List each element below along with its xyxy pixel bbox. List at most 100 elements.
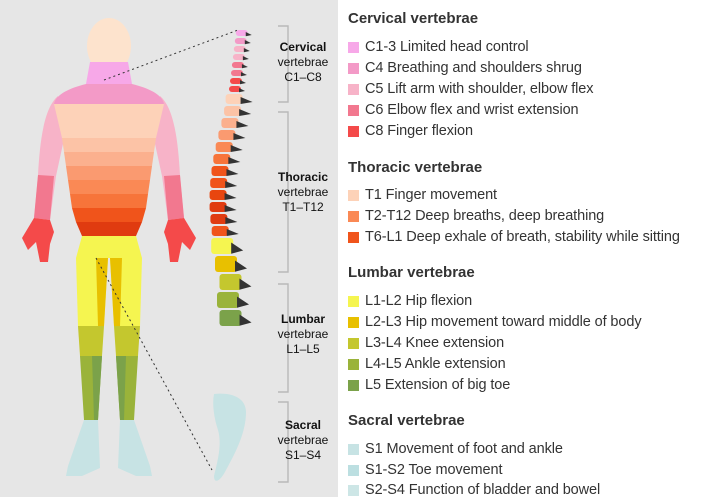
color-swatch	[348, 42, 359, 53]
right-foot	[118, 420, 152, 476]
legend-label: C8 Finger flexion	[365, 123, 473, 139]
region-brackets	[278, 26, 288, 482]
torso-band-1	[62, 138, 156, 152]
vertebra-body	[226, 94, 243, 104]
spinous-process	[225, 205, 237, 212]
spinous-process	[225, 217, 237, 224]
torso-band-3	[66, 166, 152, 180]
right-hand	[164, 218, 196, 262]
legend-title-thoracic: Thoracic vertebrae	[348, 159, 482, 176]
spinous-process	[243, 56, 249, 60]
spinous-process	[240, 80, 246, 84]
region-sub: vertebrae	[272, 185, 334, 200]
torso-band-2	[64, 152, 154, 166]
legend-item: C4 Breathing and shoulders shrug	[348, 58, 582, 78]
left-foot	[66, 420, 100, 476]
legend-item: C8 Finger flexion	[348, 121, 473, 141]
legend-title-cervical: Cervical vertebrae	[348, 10, 478, 27]
vertebra-body	[212, 166, 229, 176]
legend-item: S1-S2 Toe movement	[348, 460, 502, 480]
vertebra-body	[220, 310, 242, 326]
region-name: Thoracic	[272, 170, 334, 185]
legend-item: T6-L1 Deep exhale of breath, stability w…	[348, 227, 680, 247]
spinous-process	[245, 40, 251, 44]
neck	[86, 62, 132, 84]
spinous-process	[235, 261, 247, 272]
right-thigh-inner	[110, 258, 122, 326]
color-swatch	[348, 232, 359, 243]
legend-item: L1-L2 Hip flexion	[348, 291, 472, 311]
sacrum	[213, 394, 246, 481]
color-swatch	[348, 296, 359, 307]
human-body-figure	[22, 18, 196, 476]
torso-band-7	[76, 222, 142, 236]
legend-label: S1 Movement of foot and ankle	[365, 441, 563, 457]
spinous-process	[242, 64, 248, 68]
legend-label: S1-S2 Toe movement	[365, 462, 502, 478]
vertebra-body	[213, 154, 230, 164]
spinous-process	[231, 145, 243, 152]
right-forearm	[164, 175, 184, 220]
region-sub: vertebrae	[272, 55, 334, 70]
color-swatch	[348, 126, 359, 137]
legend-item: C5 Lift arm with shoulder, elbow flex	[348, 79, 593, 99]
legend-item: S2-S4 Function of bladder and bowel	[348, 480, 600, 500]
region-name: Sacral	[272, 418, 334, 433]
legend-item: L4-L5 Ankle extension	[348, 354, 506, 374]
vertebra-body	[224, 106, 241, 116]
vertebra-body	[210, 190, 227, 200]
legend-item: C6 Elbow flex and wrist extension	[348, 100, 579, 120]
legend-label: C1-3 Limited head control	[365, 39, 529, 55]
right-knee	[114, 326, 140, 356]
color-swatch	[348, 211, 359, 222]
legend-title-lumbar: Lumbar vertebrae	[348, 264, 475, 281]
legend-label: L5 Extension of big toe	[365, 377, 510, 393]
chest-t1	[54, 104, 164, 138]
torso-band-6	[72, 208, 146, 222]
legend-label: C6 Elbow flex and wrist extension	[365, 102, 579, 118]
vertebra-body	[221, 118, 238, 128]
color-swatch	[348, 444, 359, 455]
vertebra-body	[215, 256, 237, 272]
region-label-thoracic: Thoracic vertebrae T1–T12	[272, 170, 334, 215]
legend-label: L3-L4 Knee extension	[365, 335, 504, 351]
color-swatch	[348, 84, 359, 95]
vertebra-body	[210, 202, 227, 212]
spinous-process	[239, 109, 251, 116]
color-swatch	[348, 359, 359, 370]
legend-item: L2-L3 Hip movement toward middle of body	[348, 312, 641, 332]
region-range: L1–L5	[272, 342, 334, 357]
left-forearm	[34, 175, 54, 220]
spinous-process	[240, 315, 252, 326]
color-swatch	[348, 380, 359, 391]
legend-title-sacral: Sacral vertebrae	[348, 412, 465, 429]
legend-item: L3-L4 Knee extension	[348, 333, 504, 353]
vertebra-body	[217, 292, 239, 308]
spinous-process	[246, 32, 252, 36]
region-sub: vertebrae	[272, 327, 334, 342]
spinous-process	[231, 243, 243, 254]
spinous-process	[236, 121, 248, 128]
legend-label: T1 Finger movement	[365, 187, 497, 203]
color-swatch	[348, 485, 359, 496]
legend-label: L2-L3 Hip movement toward middle of body	[365, 314, 641, 330]
vertebra-body	[216, 142, 233, 152]
spinous-process	[225, 193, 237, 200]
legend-item: T2-T12 Deep breaths, deep breathing	[348, 206, 604, 226]
legend-label: L4-L5 Ankle extension	[365, 356, 506, 372]
spinous-process	[237, 297, 249, 308]
left-hand	[22, 218, 54, 262]
legend-label: S2-S4 Function of bladder and bowel	[365, 482, 600, 498]
region-label-cervical: Cervical vertebrae C1–C8	[272, 40, 334, 85]
torso-band-4	[68, 180, 150, 194]
region-range: C1–C8	[272, 70, 334, 85]
legend-item: T1 Finger movement	[348, 185, 497, 205]
region-sub: vertebrae	[272, 433, 334, 448]
legend-item: S1 Movement of foot and ankle	[348, 439, 563, 459]
color-swatch	[348, 105, 359, 116]
spine-column	[210, 30, 253, 326]
spinous-process	[239, 279, 251, 290]
region-name: Lumbar	[272, 312, 334, 327]
spinous-process	[227, 229, 239, 236]
